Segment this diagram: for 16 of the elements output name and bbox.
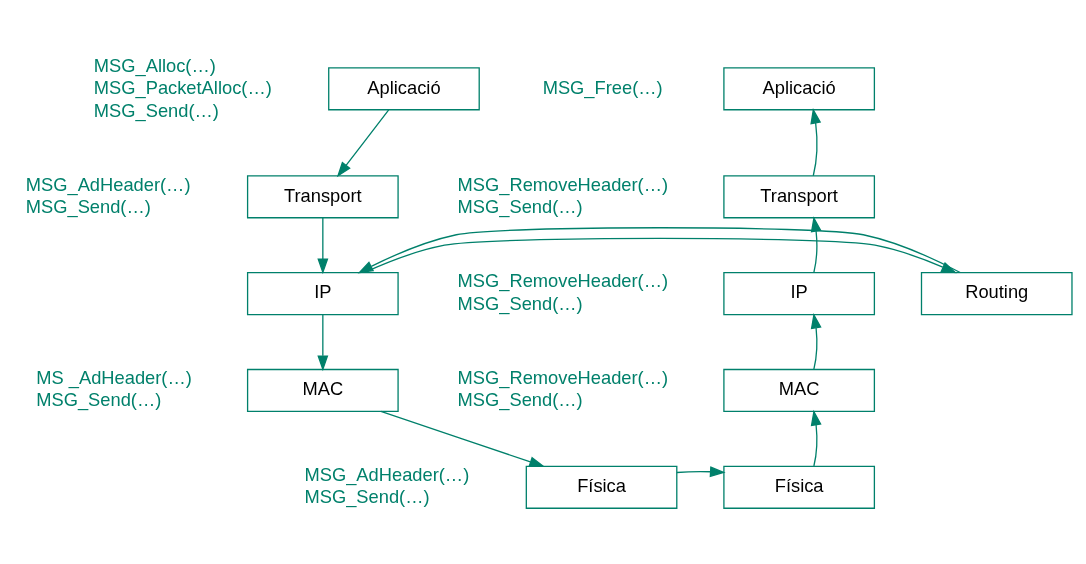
label: MSG_AdHeader(…) xyxy=(304,463,470,485)
label: MSG_Send(…) xyxy=(304,485,430,507)
label: MSG_PacketAlloc(…) xyxy=(93,76,272,98)
label: MSG_Send(…) xyxy=(457,388,583,410)
label: MSG_RemoveHeader(…) xyxy=(457,173,669,195)
label: MSG_Alloc(…) xyxy=(93,54,216,76)
label: MSG_Send(…) xyxy=(25,195,151,217)
label: MSG_Free(…) xyxy=(542,76,663,98)
label: MSG_RemoveHeader(…) xyxy=(457,269,669,291)
label: MS _AdHeader(…) xyxy=(36,366,192,388)
label: MSG_Send(…) xyxy=(93,99,219,121)
label: MSG_Send(…) xyxy=(36,388,162,410)
label: MSG_AdHeader(…) xyxy=(25,173,191,195)
label: MSG_Send(…) xyxy=(457,195,583,217)
label: MSG_RemoveHeader(…) xyxy=(457,366,669,388)
label: MSG_Send(…) xyxy=(457,292,583,314)
